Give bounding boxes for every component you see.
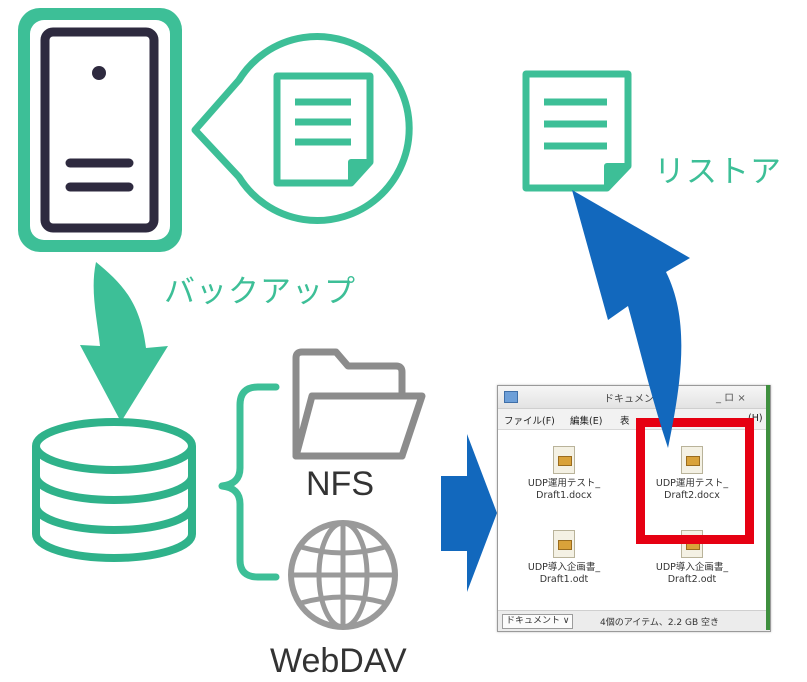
access-arrow: [441, 434, 497, 592]
server-icon: [18, 8, 182, 252]
status-text: 4個のアイテム、2.2 GB 空き: [600, 618, 720, 628]
file-name-line1: UDP導入企画書_: [527, 562, 601, 573]
menu-file[interactable]: ファイル(F): [504, 416, 555, 427]
document-file-icon: [553, 446, 575, 474]
file-name-line2: Draft1.odt: [539, 574, 589, 585]
menu-edit[interactable]: 編集(E): [570, 416, 603, 427]
restore-label: リストア: [654, 154, 782, 190]
location-selector[interactable]: ドキュメント ∨: [502, 614, 574, 629]
backup-arrow: [80, 262, 168, 422]
document-file-icon: [681, 446, 703, 474]
menu-help[interactable]: (H): [748, 413, 763, 424]
file-item[interactable]: UDP運用テスト_ Draft2.docx: [646, 446, 738, 502]
window-controls[interactable]: _ ロ ×: [716, 393, 746, 404]
file-name-line2: Draft1.docx: [536, 490, 592, 501]
file-name-line1: UDP運用テスト_: [655, 478, 729, 489]
document-file-icon: [553, 530, 575, 558]
document-icon: [273, 72, 374, 187]
webdav-label: WebDAV: [270, 642, 407, 680]
file-item[interactable]: UDP運用テスト_ Draft1.docx: [518, 446, 610, 502]
window-edge: [766, 385, 770, 630]
brace: [218, 383, 280, 581]
window-titlebar: ドキュメント _ ロ ×: [498, 386, 770, 409]
file-name-line1: UDP導入企画書_: [655, 562, 729, 573]
folder-icon: [292, 348, 426, 460]
file-name-line1: UDP運用テスト_: [527, 478, 601, 489]
backup-document-bubble: [191, 33, 413, 224]
folder-app-icon: [504, 391, 518, 403]
status-bar: ドキュメント ∨ 4個のアイテム、2.2 GB 空き: [498, 610, 770, 631]
file-item[interactable]: UDP導入企画書_ Draft1.odt: [518, 530, 610, 586]
menu-view[interactable]: 表: [620, 416, 630, 427]
database-icon: [32, 418, 196, 562]
file-name-line2: Draft2.docx: [664, 490, 720, 501]
globe-icon: [288, 520, 398, 630]
selected-file-highlight: [636, 418, 754, 544]
backup-label: バックアップ: [164, 274, 356, 310]
file-name-line2: Draft2.odt: [667, 574, 717, 585]
nfs-label: NFS: [306, 465, 374, 503]
document-icon: [522, 70, 632, 192]
